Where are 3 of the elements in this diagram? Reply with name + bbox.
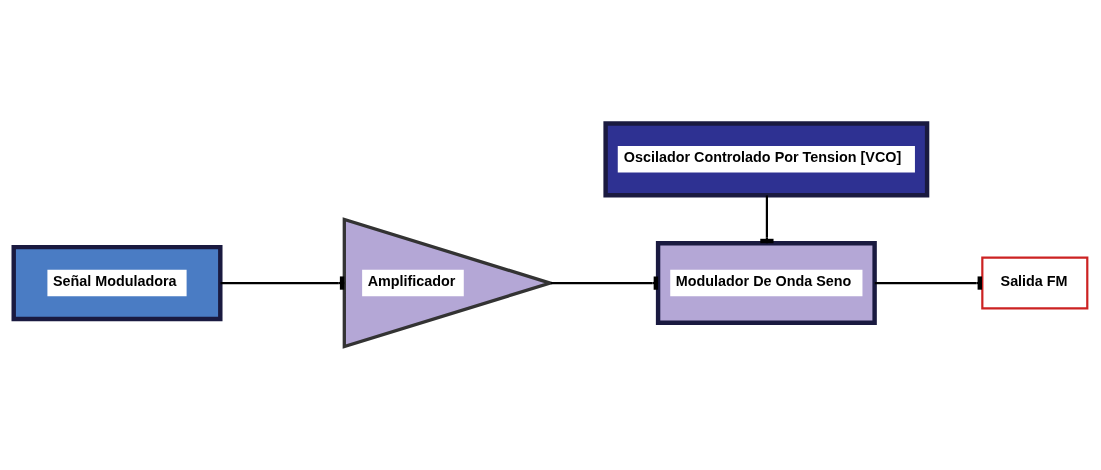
node-box: Salida FM [981, 256, 1089, 310]
node-box: Señal Moduladora [11, 244, 223, 322]
node-box: Oscilador Controlado Por Tension [VCO] [603, 121, 930, 198]
